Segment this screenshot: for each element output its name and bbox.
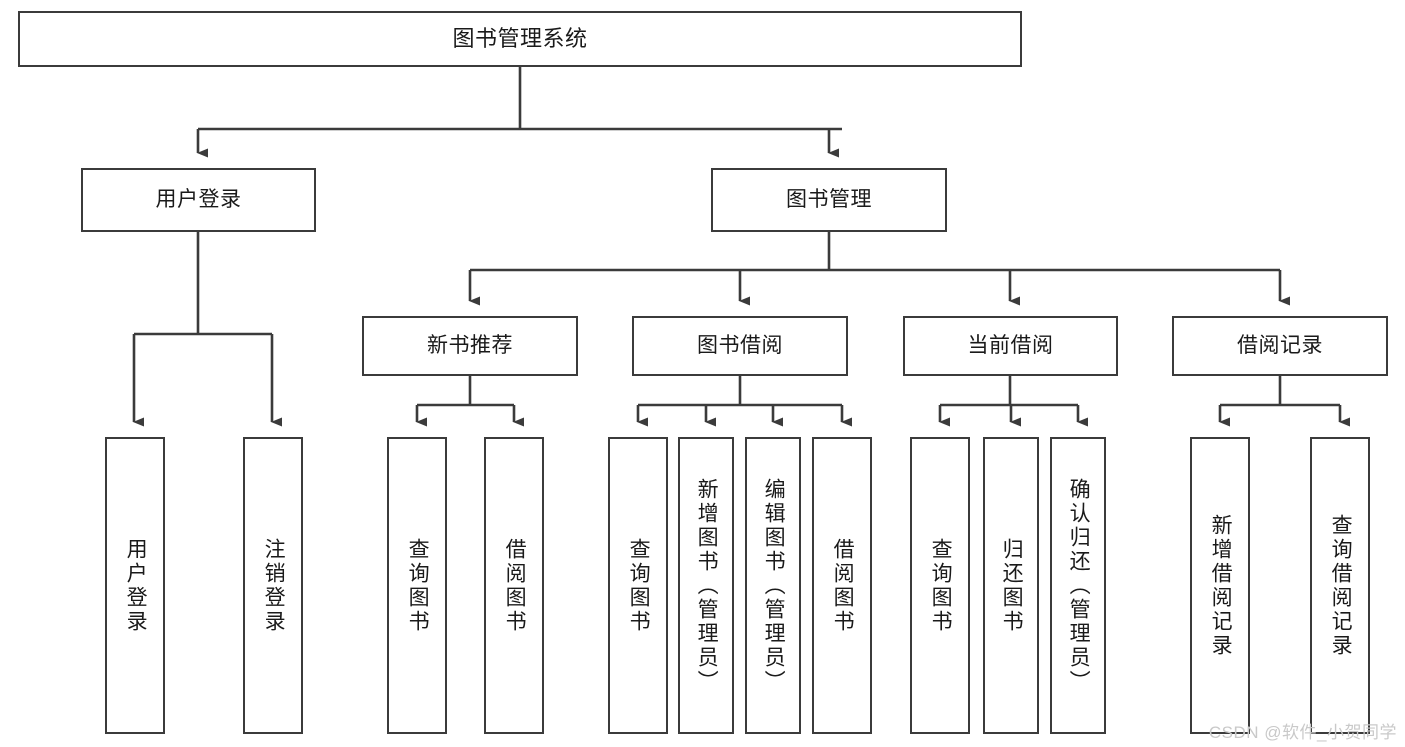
node-leaf-query-books-current[interactable]: 查询图书 bbox=[910, 437, 970, 734]
node-label: 新书推荐 bbox=[427, 333, 513, 357]
node-label: 图书借阅 bbox=[697, 333, 783, 357]
node-leaf-query-books-borrow[interactable]: 查询图书 bbox=[608, 437, 668, 734]
node-leaf-logout[interactable]: 注销登录 bbox=[243, 437, 303, 734]
node-label: 借阅图书 bbox=[503, 537, 527, 634]
node-label: 用户登录 bbox=[155, 187, 242, 211]
watermark-text: CSDN @软件_小贺同学 bbox=[1208, 723, 1397, 742]
node-label: 确认归还（管理员） bbox=[1067, 477, 1091, 694]
node-book-management[interactable]: 图书管理 bbox=[711, 168, 947, 232]
node-label: 图书管理 bbox=[786, 187, 872, 211]
node-label: 查询图书 bbox=[627, 537, 651, 634]
node-user-login[interactable]: 用户登录 bbox=[81, 168, 316, 232]
node-current-borrowing[interactable]: 当前借阅 bbox=[903, 316, 1118, 376]
node-leaf-query-books-newbook[interactable]: 查询图书 bbox=[387, 437, 447, 734]
node-leaf-user-login[interactable]: 用户登录 bbox=[105, 437, 165, 734]
node-label: 借阅记录 bbox=[1237, 333, 1323, 357]
node-leaf-query-borrow-record[interactable]: 查询借阅记录 bbox=[1310, 437, 1370, 734]
node-label: 查询图书 bbox=[406, 537, 430, 634]
node-label: 新增借阅记录 bbox=[1209, 513, 1233, 658]
node-label: 用户登录 bbox=[124, 537, 148, 634]
node-label: 当前借阅 bbox=[967, 333, 1054, 357]
node-leaf-add-book-admin[interactable]: 新增图书（管理员） bbox=[678, 437, 734, 734]
node-borrowing-records[interactable]: 借阅记录 bbox=[1172, 316, 1388, 376]
node-book-management-system[interactable]: 图书管理系统 bbox=[18, 11, 1022, 67]
node-label: 注销登录 bbox=[262, 537, 286, 634]
node-label: 查询图书 bbox=[929, 537, 953, 634]
node-book-borrowing[interactable]: 图书借阅 bbox=[632, 316, 848, 376]
node-new-book-recommendation[interactable]: 新书推荐 bbox=[362, 316, 578, 376]
node-leaf-confirm-return-admin[interactable]: 确认归还（管理员） bbox=[1050, 437, 1106, 734]
node-leaf-return-books[interactable]: 归还图书 bbox=[983, 437, 1039, 734]
node-label: 图书管理系统 bbox=[452, 26, 588, 52]
node-leaf-borrow-books-newbook[interactable]: 借阅图书 bbox=[484, 437, 544, 734]
node-label: 查询借阅记录 bbox=[1329, 513, 1353, 658]
node-label: 编辑图书（管理员） bbox=[762, 477, 786, 694]
node-leaf-add-borrow-record[interactable]: 新增借阅记录 bbox=[1190, 437, 1250, 734]
node-leaf-borrow-books[interactable]: 借阅图书 bbox=[812, 437, 872, 734]
node-label: 借阅图书 bbox=[831, 537, 855, 634]
node-label: 归还图书 bbox=[1000, 537, 1024, 634]
node-leaf-edit-book-admin[interactable]: 编辑图书（管理员） bbox=[745, 437, 801, 734]
node-label: 新增图书（管理员） bbox=[695, 477, 719, 694]
